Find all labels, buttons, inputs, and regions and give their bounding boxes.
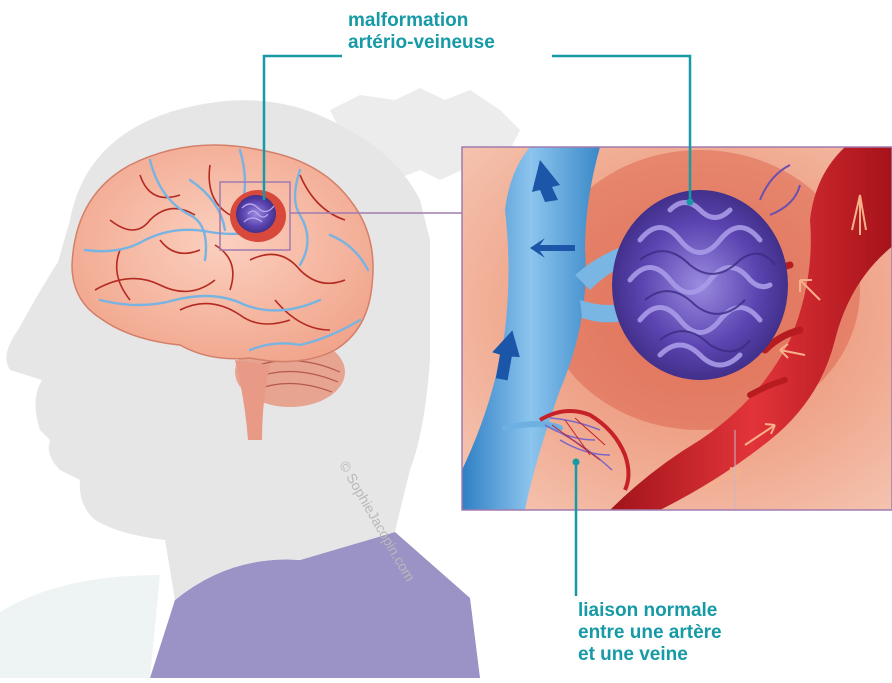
avm-label: malformation artério-veineuse (348, 10, 495, 54)
malformation-tangle (612, 190, 788, 380)
avm-label-line1: malformation (348, 10, 495, 32)
normal-connection-label: liaison normale entre une artère et une … (578, 600, 722, 666)
brain (72, 145, 373, 362)
normal-label-line1: liaison normale (578, 600, 722, 622)
normal-label-line2: entre une artère (578, 622, 722, 644)
avm-label-line2: artério-veineuse (348, 32, 495, 54)
inset-detail (462, 147, 892, 510)
avm-in-brain (230, 190, 286, 242)
normal-label-line3: et une veine (578, 644, 722, 666)
